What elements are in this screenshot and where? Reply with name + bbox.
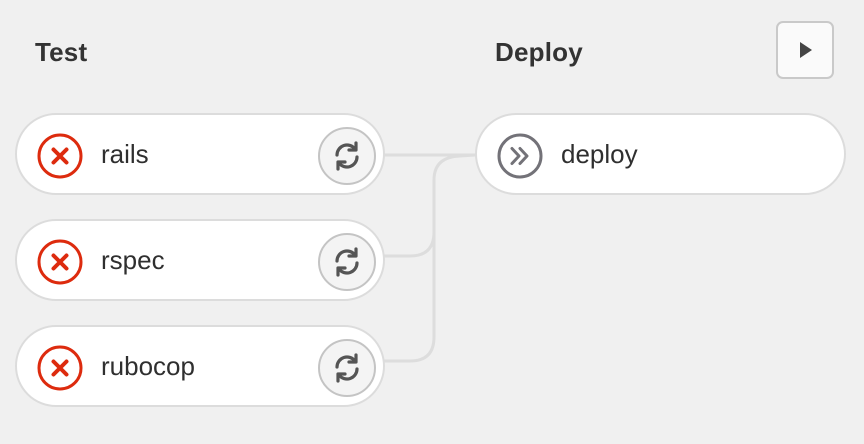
stage-title-test: Test: [35, 37, 88, 67]
retry-icon: [335, 141, 359, 171]
status-failed-icon: [37, 239, 83, 285]
status-skipped-icon: [497, 133, 543, 179]
retry-icon: [335, 353, 359, 383]
job-name: rspec: [101, 245, 165, 275]
play-icon: [800, 42, 812, 58]
stage-title-deploy: Deploy: [495, 37, 583, 67]
job-name: deploy: [561, 139, 638, 169]
job-rspec[interactable]: rspec: [15, 219, 385, 301]
retry-icon: [335, 247, 359, 277]
job-rubocop[interactable]: rubocop: [15, 325, 385, 407]
status-failed-icon: [37, 345, 83, 391]
retry-button[interactable]: [318, 339, 376, 397]
retry-button[interactable]: [318, 127, 376, 185]
job-deploy[interactable]: deploy: [475, 113, 846, 195]
retry-button[interactable]: [318, 233, 376, 291]
status-failed-icon: [37, 133, 83, 179]
job-name: rubocop: [101, 351, 195, 381]
job-rails[interactable]: rails: [15, 113, 385, 195]
job-name: rails: [101, 139, 149, 169]
play-button[interactable]: [776, 21, 834, 79]
